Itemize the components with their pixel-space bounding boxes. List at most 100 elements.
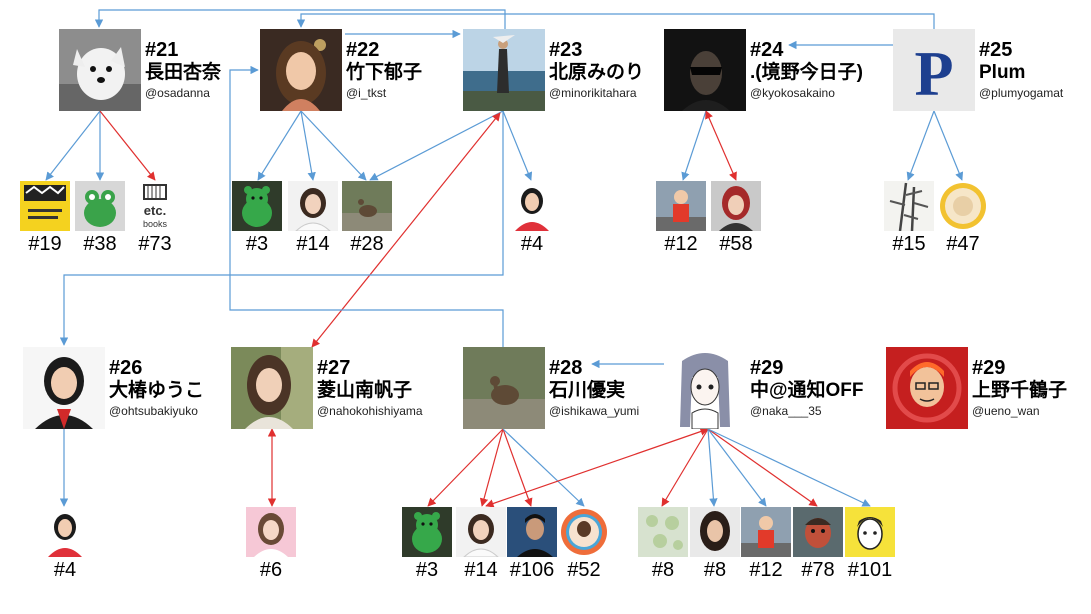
account-handle[interactable]: @ishikawa_yumi: [549, 404, 640, 418]
account-name: .(境野今日子): [750, 62, 863, 83]
link-25-l15: [906, 110, 935, 181]
gold-circle-icon: [938, 181, 988, 231]
account-handle[interactable]: @ohtsubakiyuko: [109, 404, 198, 418]
account-handle[interactable]: @osadanna: [145, 86, 210, 100]
account-name: 上野千鶴子: [972, 380, 1068, 401]
ring-avatar-icon: [559, 507, 609, 557]
account-number: #29: [750, 357, 784, 379]
leaf-label: #4: [53, 559, 77, 581]
account-name: 中@通知OFF: [750, 380, 864, 401]
link-27-23: [311, 112, 501, 348]
account-number: #27: [317, 357, 351, 379]
leaf-label: #19: [28, 233, 62, 255]
woman-portrait-icon: [690, 507, 740, 557]
account-name: 石川優実: [549, 380, 626, 401]
woman-photo-icon: [260, 29, 342, 111]
woman-portrait-icon: [231, 347, 313, 429]
link-21-l19: [45, 110, 101, 181]
yellow-cartoon-icon: [845, 507, 895, 557]
account-number: #24: [750, 39, 784, 61]
leaf-label: #12: [749, 559, 783, 581]
account-number: #23: [549, 39, 583, 61]
leaf-label: #14: [464, 559, 498, 581]
account-handle[interactable]: @naka___35: [750, 404, 822, 418]
woman-portrait-icon: [288, 181, 338, 231]
man-sunglasses-photo-icon: [664, 29, 746, 111]
book-cover-icon: [20, 181, 70, 231]
leaf-label: #73: [138, 233, 172, 255]
link-28-22: [229, 65, 504, 347]
account-number: #29: [972, 357, 1006, 379]
anime-girl-drawing-icon: [664, 347, 746, 429]
leaf-label: #47: [946, 233, 980, 255]
leaf-label: #52: [567, 559, 601, 581]
svg-text:P: P: [914, 38, 953, 109]
link-23-26: [59, 111, 504, 346]
leaf-label: #4: [520, 233, 544, 255]
link-22-l14a: [300, 110, 316, 181]
link-29-l14b: [485, 427, 709, 508]
link-28-l106: [502, 428, 533, 507]
bird-photo-icon: [463, 347, 545, 429]
link-29-l8a: [661, 428, 709, 507]
link-22-l3a: [257, 110, 302, 181]
account-number: #28: [549, 357, 583, 379]
woman-portrait-icon: [456, 507, 506, 557]
account-name: Plum: [979, 62, 1026, 83]
svg-text:books: books: [143, 219, 168, 229]
green-bear-icon: [402, 507, 452, 557]
account-number: #22: [346, 39, 380, 61]
woman-portrait-icon: [507, 181, 557, 231]
leaf-label: #6: [259, 559, 283, 581]
link-29-l8b: [707, 428, 718, 507]
account-name: 大椿ゆうこ: [109, 380, 205, 401]
account-handle[interactable]: @plumyogamat: [979, 86, 1064, 100]
dog-photo-icon: [59, 29, 141, 111]
leaf-label: #28: [350, 233, 384, 255]
leaf-label: #15: [892, 233, 926, 255]
link-29-l78: [707, 428, 818, 507]
woman-portrait-icon: [711, 181, 761, 231]
link-24-l58: [705, 110, 737, 181]
link-25-22: [296, 13, 935, 29]
account-handle[interactable]: @minorikitahara: [549, 86, 637, 100]
flowers-photo-icon: [638, 507, 688, 557]
link-23-l4a: [502, 110, 533, 181]
red-face-icon: [793, 507, 843, 557]
account-number: #25: [979, 39, 1013, 61]
account-name: 北原みのり: [549, 62, 645, 83]
woman-portrait-icon: [40, 507, 90, 557]
leaf-label: #8: [703, 559, 727, 581]
link-28-l52: [502, 428, 585, 507]
leaf-label: #58: [719, 233, 753, 255]
letter-p-logo-icon: P: [893, 29, 975, 111]
account-handle[interactable]: @nahokohishiyama: [317, 404, 423, 418]
link-23-l28a: [369, 110, 504, 181]
bamboo-painting-icon: [884, 181, 934, 231]
account-handle[interactable]: @kyokosakaino: [750, 86, 835, 100]
child-photo-icon: [741, 507, 791, 557]
man-photo-icon: [507, 507, 557, 557]
woman-portrait-icon: [246, 507, 296, 557]
green-frog-icon: [75, 181, 125, 231]
account-handle[interactable]: @i_tkst: [346, 86, 387, 100]
bird-photo-icon: [342, 181, 392, 231]
leaf-label: #14: [296, 233, 330, 255]
account-handle[interactable]: @ueno_wan: [972, 404, 1040, 418]
account-number: #26: [109, 357, 143, 379]
link-29-l101: [707, 428, 871, 507]
leaf-label: #101: [847, 559, 893, 581]
cartoon-avatar-icon: [886, 347, 968, 429]
woman-portrait-icon: [23, 347, 105, 429]
leaf-label: #3: [245, 233, 269, 255]
etc-books-logo-icon: etc.books: [130, 181, 180, 231]
child-photo-icon: [656, 181, 706, 231]
beach-photo-icon: [463, 29, 545, 111]
leaf-label: #12: [664, 233, 698, 255]
account-name: 長田杏奈: [145, 62, 222, 83]
link-21-l73: [99, 110, 156, 181]
account-number: #21: [145, 39, 179, 61]
link-24-l12a: [681, 110, 707, 181]
green-bear-icon: [232, 181, 282, 231]
